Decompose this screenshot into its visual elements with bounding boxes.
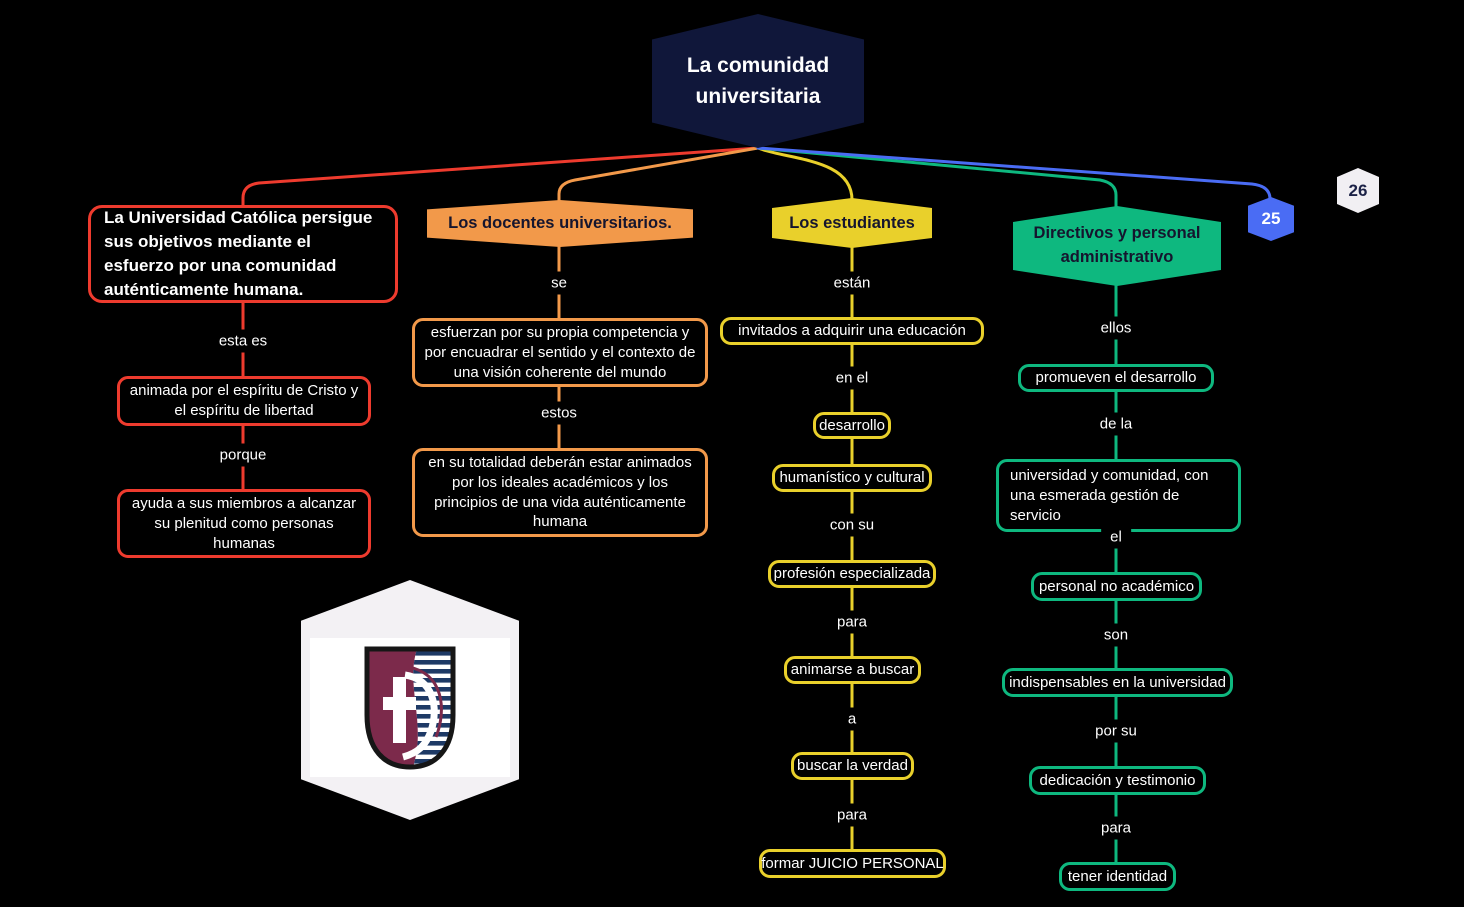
- link-label-de-la[interactable]: de la: [1090, 412, 1142, 436]
- node-label: universidad y comunidad, con una esmerad…: [1010, 467, 1209, 524]
- logo-image: [310, 638, 510, 777]
- link-label-para-1[interactable]: para: [827, 610, 877, 634]
- node-label: humanístico y cultural: [779, 469, 925, 487]
- blue-branch-curve: [756, 146, 1272, 201]
- node-label: esfuerzan por su propia competencia y po…: [424, 324, 696, 381]
- node-docentes-label: Los docentes universitarios.: [448, 214, 672, 232]
- node-formar-juicio-personal[interactable]: formar JUICIO PERSONAL: [759, 849, 946, 878]
- node-universidad-comunidad[interactable]: universidad y comunidad, con una esmerad…: [996, 459, 1241, 533]
- node-directivos-label: Directivos y personal administrativo: [1033, 224, 1201, 266]
- node-buscar-verdad[interactable]: buscar la verdad: [791, 752, 914, 780]
- node-directivos-topic[interactable]: Directivos y personal administrativo: [1013, 206, 1221, 286]
- node-label: tener identidad: [1067, 867, 1168, 885]
- badge-26-label: 26: [1348, 180, 1368, 200]
- node-label: indispensables en la universidad: [1009, 673, 1226, 691]
- node-indispensables-universidad[interactable]: indispensables en la universidad: [1002, 668, 1233, 697]
- link-label-a[interactable]: a: [838, 707, 866, 731]
- node-animarse-buscar[interactable]: animarse a buscar: [784, 656, 921, 684]
- node-profesion-especializada[interactable]: profesión especializada: [768, 560, 936, 588]
- node-estudiantes-label: Los estudiantes: [789, 213, 915, 232]
- node-red-topic[interactable]: La Universidad Católica persigue sus obj…: [88, 205, 398, 303]
- node-label: animarse a buscar: [790, 661, 915, 679]
- link-label-porque[interactable]: porque: [210, 443, 276, 467]
- orange-branch-curve: [557, 146, 760, 205]
- red-branch-curve: [241, 146, 760, 209]
- link-label-son[interactable]: son: [1094, 623, 1138, 647]
- node-label: personal no académico: [1038, 577, 1195, 595]
- badge-25[interactable]: 25: [1248, 197, 1294, 241]
- university-shield-logo: [364, 646, 456, 770]
- root-node[interactable]: La comunidad universitaria: [652, 14, 864, 148]
- link-label-esta-es[interactable]: esta es: [209, 329, 277, 353]
- node-label: promueven el desarrollo: [1035, 369, 1197, 387]
- node-label: formar JUICIO PERSONAL: [761, 854, 944, 872]
- node-ayuda-miembros[interactable]: ayuda a sus miembros a alcanzar su pleni…: [117, 489, 371, 559]
- link-label-por-su[interactable]: por su: [1086, 719, 1146, 743]
- node-animada-espiritu[interactable]: animada por el espíritu de Cristo y el e…: [117, 376, 371, 426]
- logo-node[interactable]: [301, 580, 519, 820]
- node-label: animada por el espíritu de Cristo y el e…: [129, 382, 359, 419]
- node-docentes-topic[interactable]: Los docentes universitarios.: [427, 200, 693, 247]
- node-humanistico-cultural[interactable]: humanístico y cultural: [772, 464, 932, 492]
- yellow-branch-line: [850, 246, 854, 851]
- link-label-para-3[interactable]: para: [1091, 816, 1141, 840]
- root-node-label: La comunidad universitaria: [686, 53, 830, 109]
- node-label: en su totalidad deberán estar animados p…: [428, 454, 692, 531]
- link-label-estos[interactable]: estos: [532, 401, 586, 425]
- link-label-estan[interactable]: están: [824, 271, 880, 295]
- node-dedicacion-testimonio[interactable]: dedicación y testimonio: [1029, 766, 1206, 795]
- node-invitados-educacion[interactable]: invitados a adquirir una educación: [720, 317, 984, 345]
- node-estudiantes-topic[interactable]: Los estudiantes: [772, 198, 932, 248]
- node-esfuerzan-competencia[interactable]: esfuerzan por su propia competencia y po…: [412, 318, 708, 388]
- link-label-se[interactable]: se: [542, 271, 576, 295]
- badge-26[interactable]: 26: [1337, 168, 1379, 213]
- node-label: profesión especializada: [773, 565, 931, 583]
- green-branch-curve: [756, 146, 1118, 212]
- node-label: invitados a adquirir una educación: [738, 322, 966, 340]
- yellow-branch-curve: [756, 146, 854, 202]
- badge-25-label: 25: [1261, 209, 1281, 228]
- link-label-con-su[interactable]: con su: [820, 513, 884, 537]
- node-label: desarrollo: [819, 416, 885, 434]
- node-totalidad-animados[interactable]: en su totalidad deberán estar animados p…: [412, 448, 708, 538]
- node-desarrollo[interactable]: desarrollo: [813, 412, 891, 439]
- link-label-para-2[interactable]: para: [827, 803, 877, 827]
- node-red-topic-label: La Universidad Católica persigue sus obj…: [104, 207, 373, 300]
- link-label-en-el[interactable]: en el: [826, 366, 878, 390]
- node-label: ayuda a sus miembros a alcanzar su pleni…: [131, 495, 357, 552]
- node-tener-identidad[interactable]: tener identidad: [1059, 862, 1176, 891]
- node-label: buscar la verdad: [797, 757, 908, 775]
- branch-connector-curves: [241, 146, 1272, 212]
- node-promueven-desarrollo[interactable]: promueven el desarrollo: [1018, 364, 1214, 392]
- node-personal-no-academico[interactable]: personal no académico: [1031, 572, 1202, 601]
- link-label-el[interactable]: el: [1101, 525, 1131, 549]
- node-label: dedicación y testimonio: [1039, 771, 1196, 789]
- link-label-ellos[interactable]: ellos: [1091, 316, 1141, 340]
